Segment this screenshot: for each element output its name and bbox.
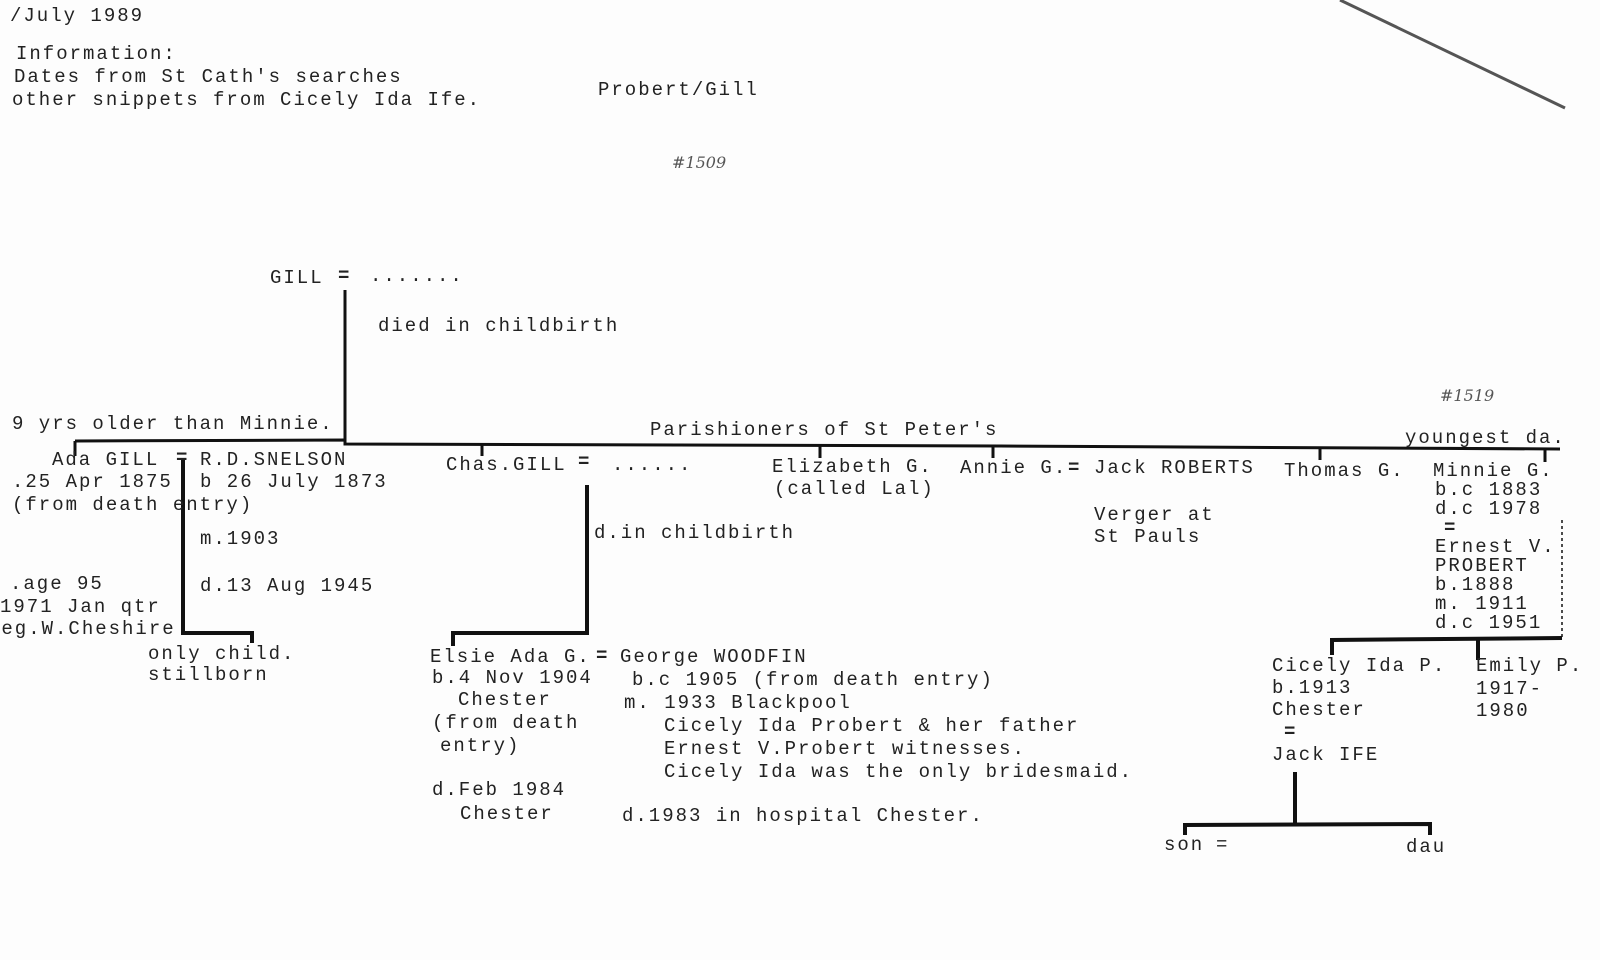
woodfin-death: d.1983 in hospital Chester. [622, 805, 984, 827]
woodfin-note-2: Ernest V.Probert witnesses. [664, 738, 1026, 760]
siblings-note: Parishioners of St Peter's [650, 419, 999, 441]
ada-note: 9 yrs older than Minnie. [12, 413, 334, 435]
info-line-1: Dates from St Cath's searches [14, 66, 403, 88]
thomas-name: Thomas G. [1284, 460, 1405, 482]
ada-birth-note: (from death entry) [12, 494, 254, 516]
woodfin-note-3: Cicely Ida was the only bridesmaid. [664, 761, 1134, 783]
ada-death-age: .age 95 [10, 573, 104, 595]
chas-spouse: ...... [612, 454, 693, 476]
document-date: /July 1989 [10, 5, 145, 27]
roberts-note-1: Verger at [1094, 504, 1215, 526]
handwritten-ref-1: #1509 [672, 153, 727, 172]
cicely-name: Cicely Ida P. [1272, 655, 1447, 677]
minnie-birth: b.c 1883 [1435, 479, 1543, 501]
woodfin-marriage: m. 1933 Blackpool [624, 692, 852, 714]
snelson-name: R.D.SNELSON [200, 449, 348, 471]
elsie-name: Elsie Ada G. [430, 646, 591, 668]
ada-name: Ada GILL [52, 449, 160, 471]
elsie-birth-note-2: entry) [440, 735, 521, 757]
minnie-note: youngest da. [1405, 427, 1566, 449]
siblings-bar [74, 438, 1561, 451]
ada-birth: .25 Apr 1875 [12, 471, 173, 493]
elsie-death: d.Feb 1984 [432, 779, 567, 801]
son-label: son [1164, 834, 1205, 856]
ada-child-2: stillborn [148, 664, 269, 686]
chas-spouse-note: d.in childbirth [594, 522, 796, 544]
elsie-birth-place: Chester [458, 689, 552, 711]
minnie-children-bar [1330, 636, 1563, 655]
ada-child-1: only child. [148, 643, 296, 665]
snelson-birth: b 26 July 1873 [200, 471, 388, 493]
probert-marriage: m. 1911 [1435, 593, 1529, 615]
ada-marriage-symbol: = [176, 447, 190, 469]
roberts-note-2: St Pauls [1094, 526, 1202, 548]
ada-death-reg: reg.W.Cheshire [0, 618, 176, 640]
dau-label: dau [1406, 836, 1447, 858]
emily-years-2: 1980 [1476, 700, 1530, 722]
snelson-death: d.13 Aug 1945 [200, 575, 375, 597]
family-title: Probert/Gill [598, 79, 759, 101]
emily-years-1: 1917- [1476, 678, 1544, 700]
probert-birth: b.1888 [1435, 574, 1516, 596]
minnie-death: d.c 1978 [1435, 498, 1543, 520]
son-marriage-symbol: = [1216, 834, 1230, 856]
elizabeth-name: Elizabeth G. [772, 456, 933, 478]
woodfin-note-1: Cicely Ida Probert & her father [664, 715, 1080, 737]
probert-name-2: PROBERT [1435, 555, 1529, 577]
cicely-marriage-symbol: = [1284, 721, 1298, 743]
chas-child-line [451, 485, 589, 646]
emily-name: Emily P. [1476, 655, 1584, 677]
ada-death-qtr: 1971 Jan qtr [0, 596, 161, 618]
ada-marriage: m.1903 [200, 528, 281, 550]
probert-death: d.c 1951 [1435, 612, 1543, 634]
ife-children-bar [1183, 821, 1432, 835]
minnie-marriage-symbol: = [1444, 517, 1458, 539]
elsie-death-place: Chester [460, 803, 554, 825]
elsie-birth: b.4 Nov 1904 [432, 667, 593, 689]
woodfin-birth: b.c 1905 (from death entry) [632, 669, 994, 691]
elsie-marriage-symbol: = [596, 645, 610, 667]
gill-mother: ....... [370, 265, 464, 287]
cicely-birth: b.1913 [1272, 677, 1353, 699]
chas-name: Chas.GILL [446, 454, 567, 476]
ada-child-line [181, 458, 254, 643]
info-line-2: other snippets from Cicely Ida Ife. [12, 89, 482, 111]
info-title: Information: [16, 43, 177, 65]
mother-note: died in childbirth [378, 315, 620, 337]
handwritten-ref-2: #1519 [1440, 386, 1495, 405]
chas-marriage-symbol: = [578, 451, 592, 473]
annie-marriage-symbol: = [1068, 457, 1082, 479]
elsie-birth-note-1: (from death [432, 712, 580, 734]
roberts-name: Jack ROBERTS [1094, 457, 1255, 479]
cicely-place: Chester [1272, 699, 1366, 721]
annie-name: Annie G. [960, 457, 1068, 479]
probert-name-1: Ernest V. [1435, 536, 1556, 558]
ife-name: Jack IFE [1272, 744, 1380, 766]
elizabeth-note: (called Lal) [774, 478, 935, 500]
minnie-name: Minnie G. [1433, 460, 1554, 482]
woodfin-name: George WOODFIN [620, 646, 808, 668]
marriage-symbol: = [338, 265, 352, 287]
gill-father: GILL [270, 267, 324, 289]
smudge-line [1339, 0, 1566, 110]
